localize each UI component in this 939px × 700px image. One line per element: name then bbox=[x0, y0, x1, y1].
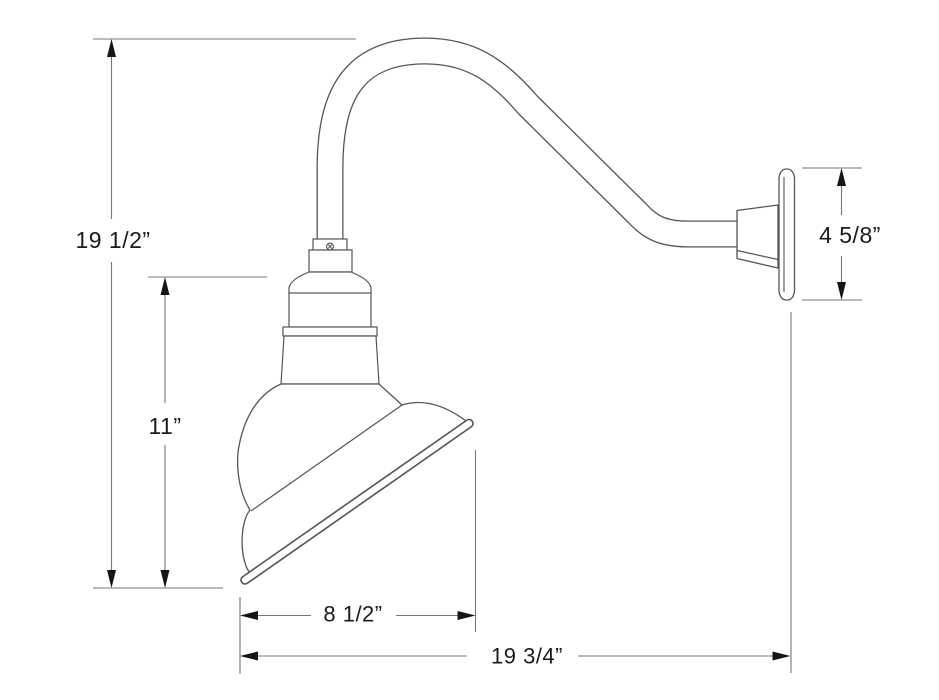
dim-shade-width-label: 8 1/2” bbox=[323, 602, 382, 627]
arrowhead-up bbox=[107, 39, 116, 57]
gooseneck-arm-body bbox=[317, 38, 740, 251]
dim-shade-width: 8 1/2” bbox=[239, 450, 477, 674]
shade-neck-lower bbox=[280, 335, 380, 385]
shade-dome bbox=[236, 383, 469, 578]
arrowhead-up bbox=[837, 168, 846, 186]
arrowhead-left bbox=[240, 651, 258, 661]
arrowhead-down bbox=[160, 570, 170, 588]
dim-overall-height-label: 19 1/2” bbox=[75, 227, 150, 253]
arrowhead-right bbox=[457, 611, 476, 620]
dim-overall-height: 19 1/2” bbox=[75, 38, 356, 589]
dim-shade-height-label: 11” bbox=[148, 413, 181, 439]
gooseneck-arm-outline bbox=[316, 37, 739, 250]
dim-wall-plate-height: 4 5/8” bbox=[802, 167, 881, 301]
dim-projection: 19 3/4” bbox=[240, 312, 792, 673]
wall-plate bbox=[778, 168, 796, 301]
dim-shade-height: 11” bbox=[148, 276, 267, 588]
shade-cap bbox=[288, 271, 372, 295]
dim-projection-label: 19 3/4” bbox=[491, 644, 563, 669]
arrowhead-left bbox=[240, 611, 258, 620]
mount-cup-step-line bbox=[736, 249, 779, 261]
fixture bbox=[236, 37, 796, 585]
arrowhead-up bbox=[160, 277, 170, 295]
shade-rim-body bbox=[241, 420, 473, 584]
arrowhead-down bbox=[837, 282, 846, 300]
knuckle-body bbox=[308, 249, 353, 273]
shade-neck-upper bbox=[288, 292, 372, 328]
shade-neck-ring bbox=[282, 326, 378, 337]
set-screw-slot bbox=[327, 244, 333, 249]
shade-face-line bbox=[250, 404, 403, 512]
arrowhead-down bbox=[107, 570, 116, 588]
dim-wall-plate-height-label: 4 5/8” bbox=[819, 222, 881, 248]
arrowhead-right bbox=[772, 651, 791, 661]
